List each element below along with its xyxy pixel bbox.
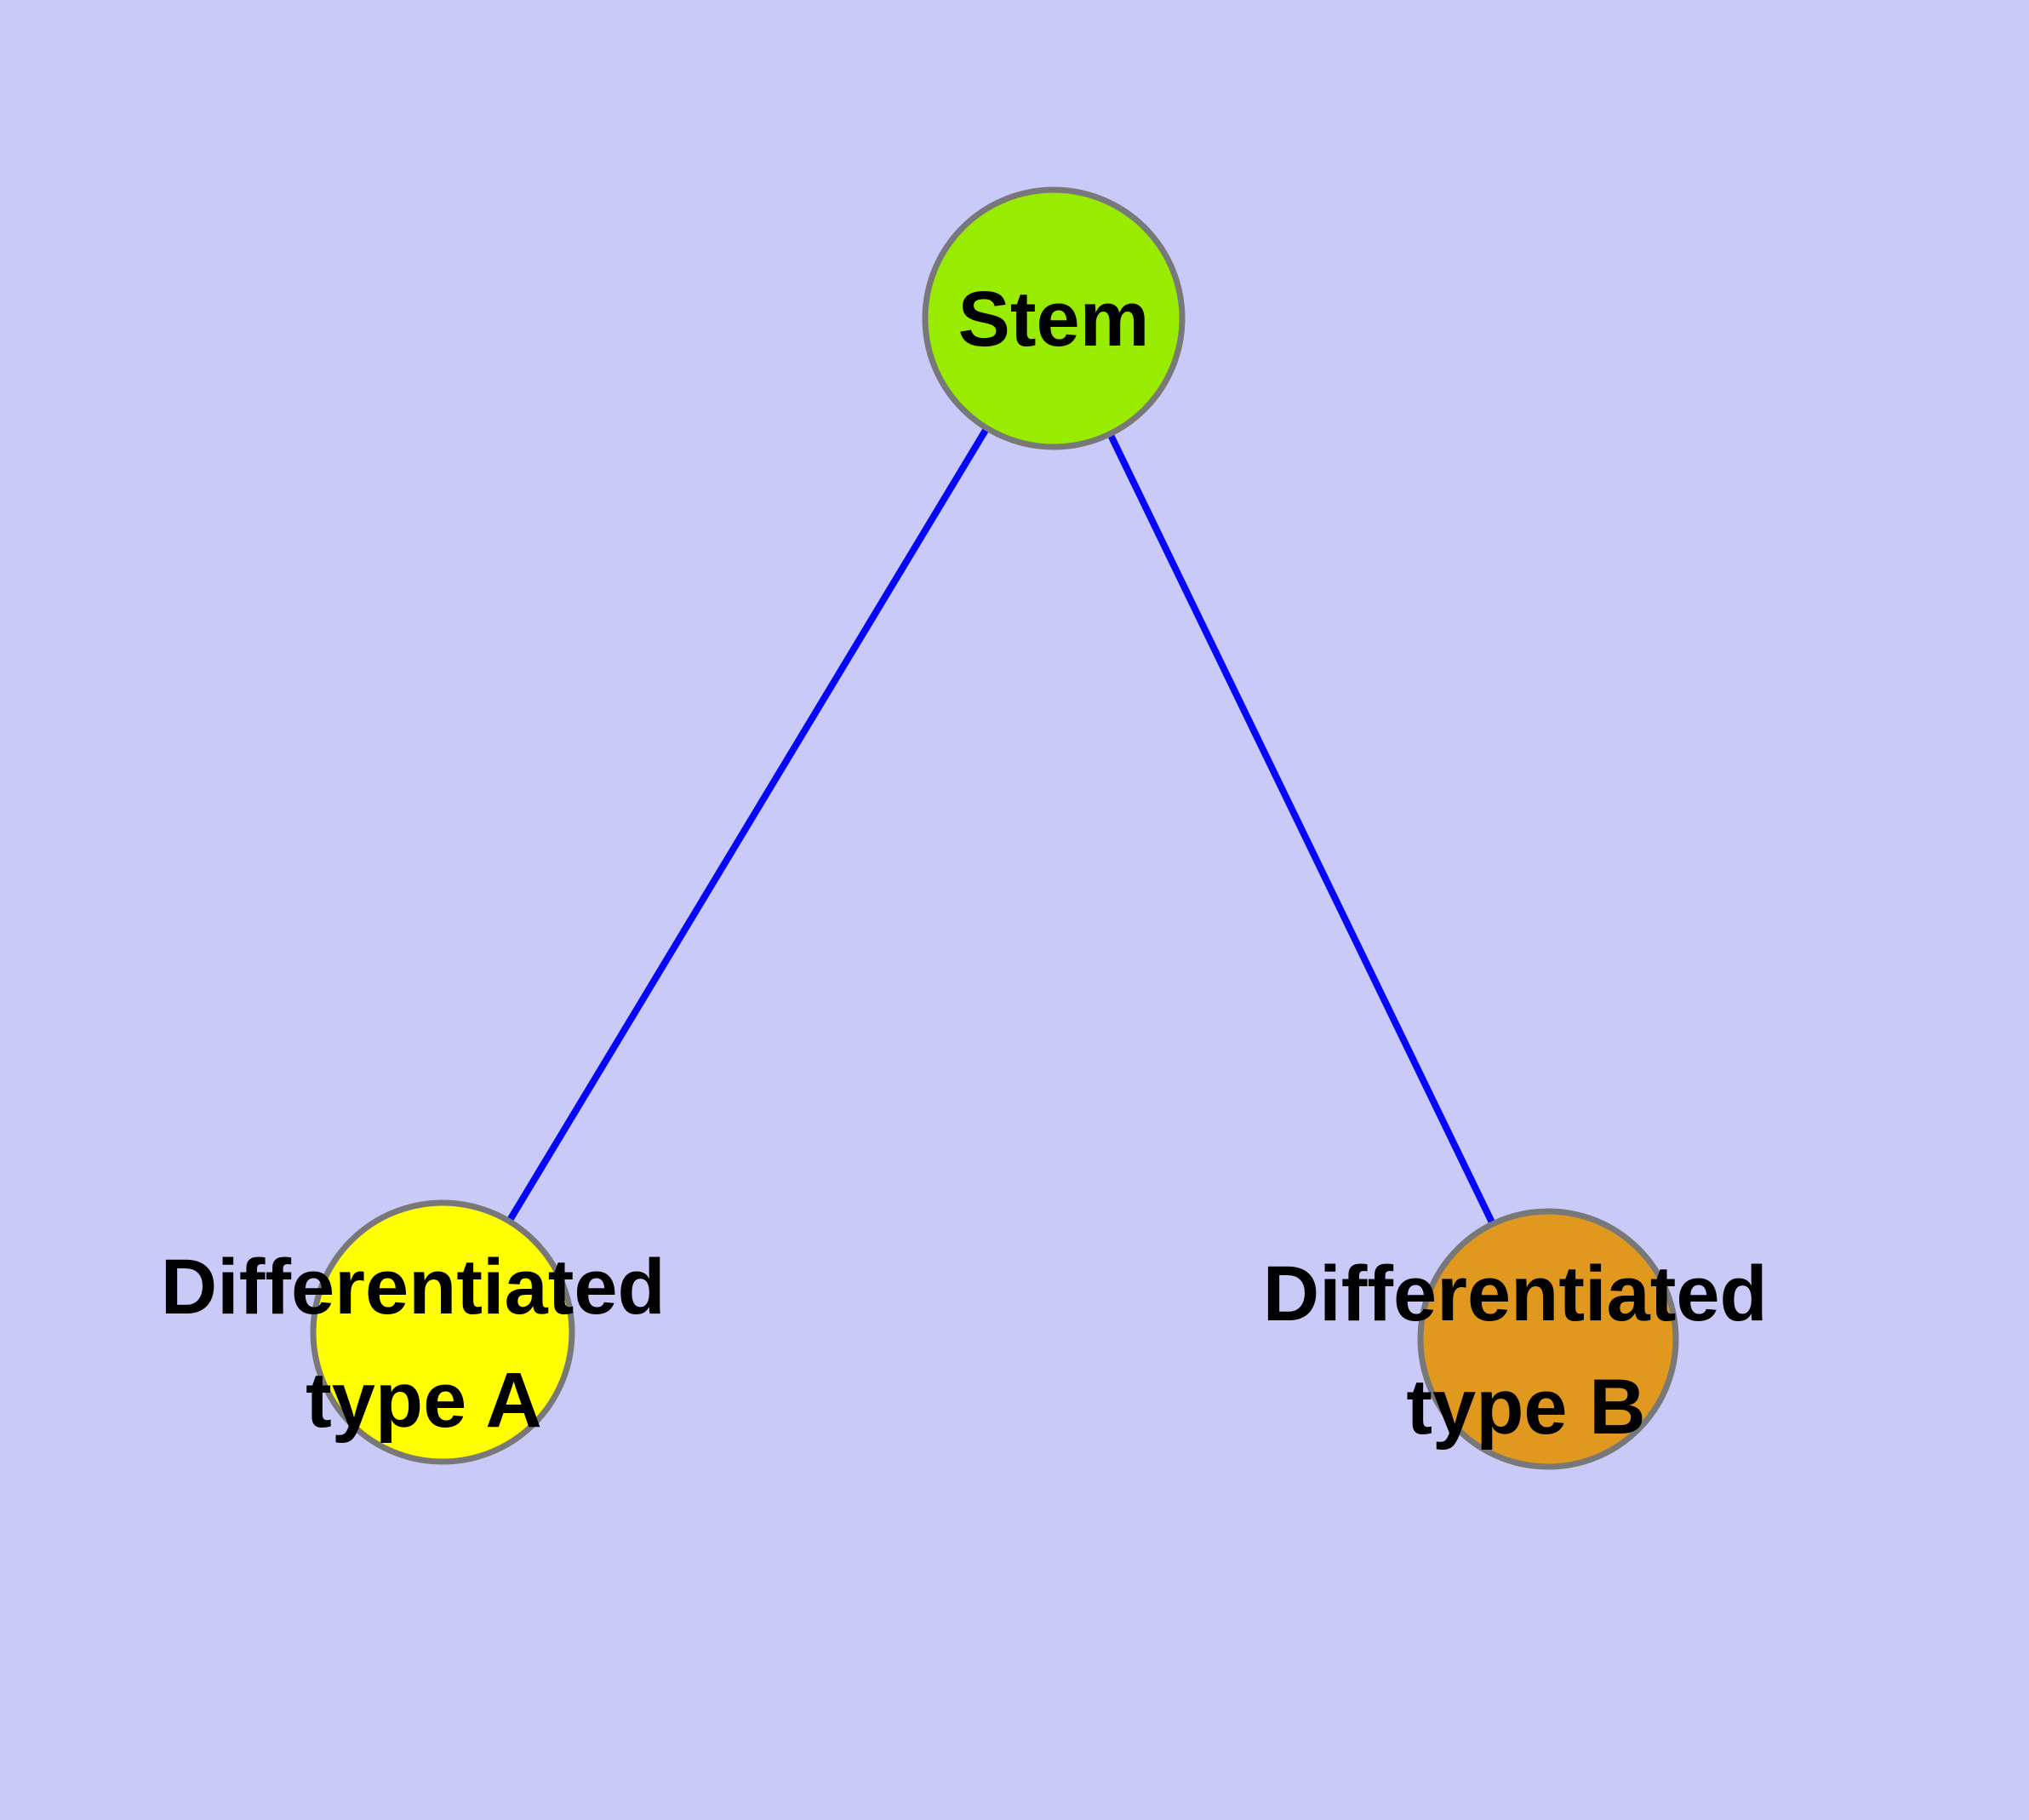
node-differentiated-type-b[interactable]: Differentiated type B bbox=[1263, 1208, 1790, 1470]
type-b-label-line1: Differentiated bbox=[1263, 1251, 1768, 1337]
stem-node-circle[interactable] bbox=[922, 186, 1186, 450]
node-stem[interactable]: Stem bbox=[922, 186, 1186, 450]
edge-stem-to-type-a bbox=[506, 425, 991, 1224]
type-b-label-line2: type B bbox=[1406, 1364, 1645, 1451]
stem-node-label: Stem bbox=[958, 276, 1150, 363]
type-a-label-line1: Differentiated bbox=[161, 1244, 666, 1331]
node-differentiated-type-a[interactable]: Differentiated type A bbox=[161, 1199, 688, 1465]
type-b-node-circle[interactable] bbox=[1417, 1208, 1679, 1470]
type-a-node-circle[interactable] bbox=[310, 1199, 575, 1465]
type-a-label-line2: type A bbox=[306, 1357, 542, 1444]
edge-stem-to-type-b bbox=[1106, 432, 1496, 1226]
type-a-node-label: Differentiated type A bbox=[161, 1244, 688, 1444]
type-b-node-label: Differentiated type B bbox=[1263, 1251, 1790, 1451]
